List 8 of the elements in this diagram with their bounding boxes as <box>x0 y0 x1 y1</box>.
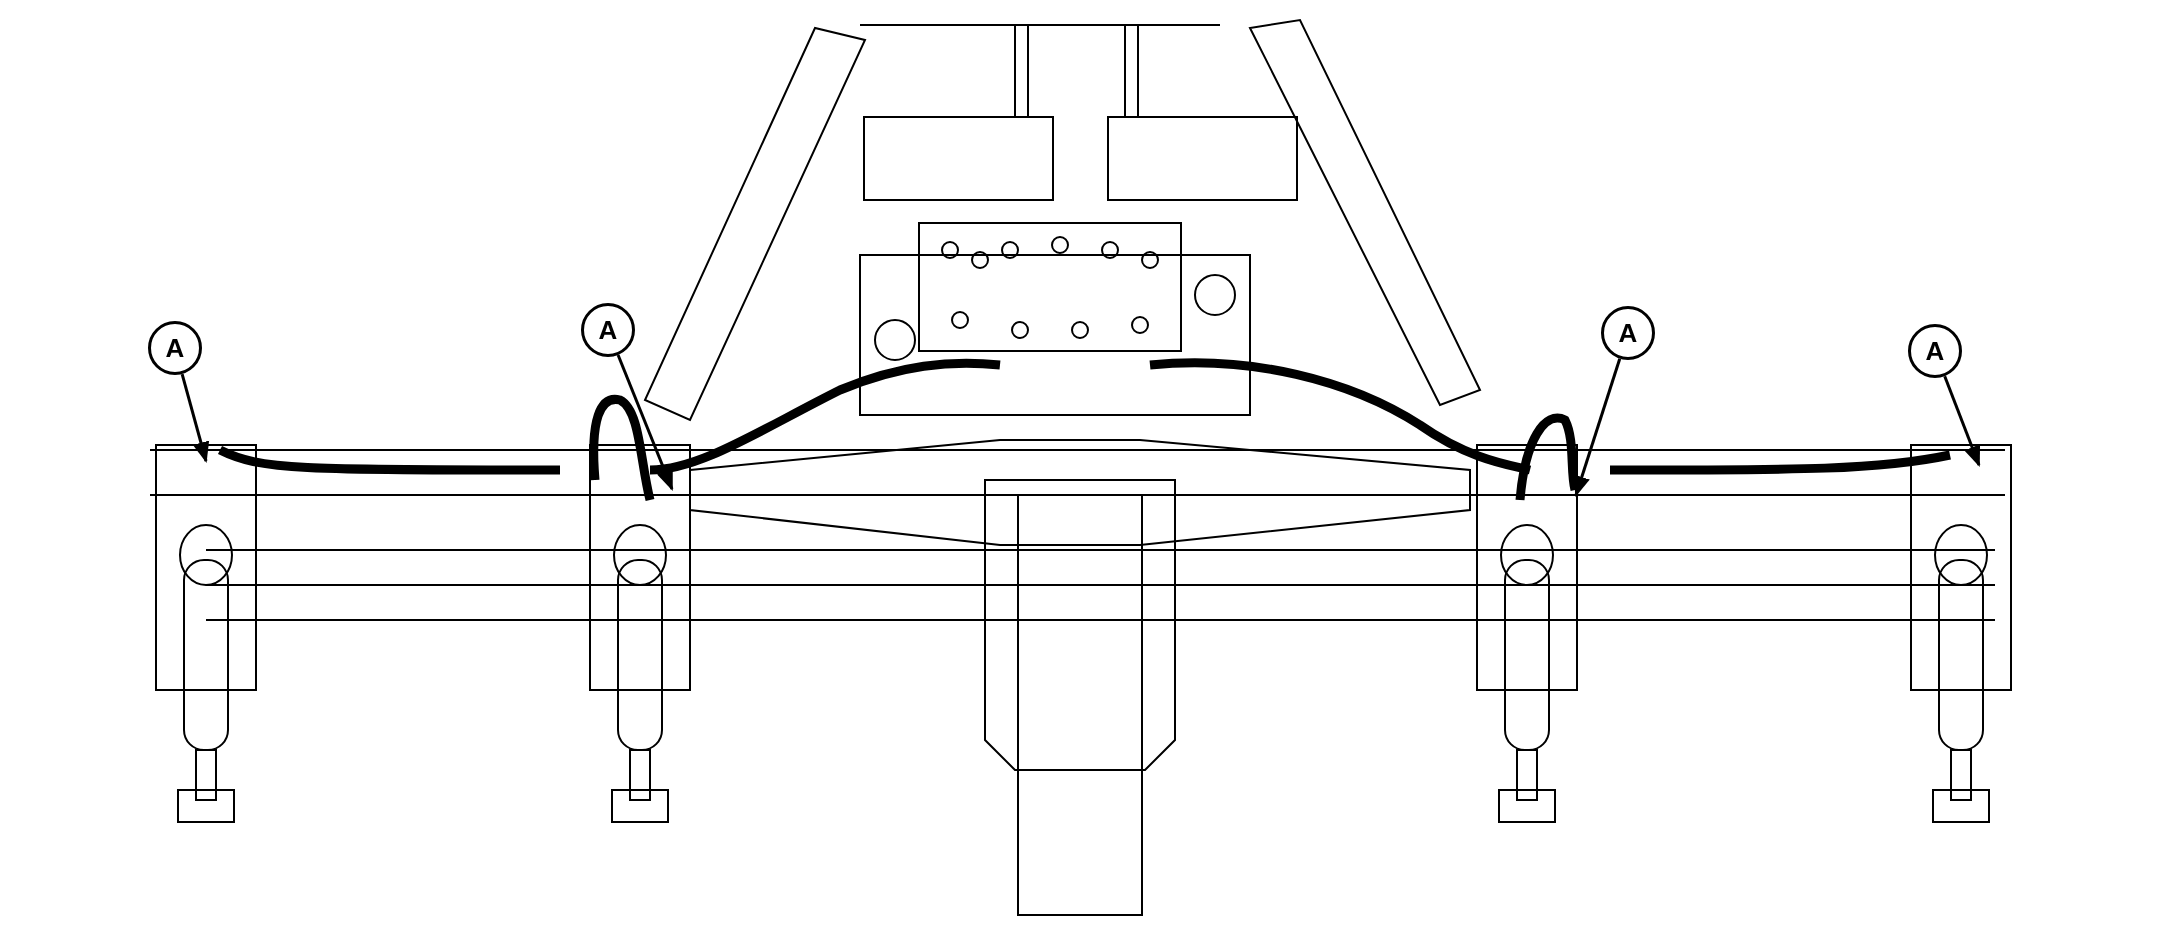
leader-line <box>1573 358 1622 497</box>
leader-line <box>180 373 210 464</box>
callout-letter: A <box>1601 306 1655 360</box>
leader-line <box>1943 375 1981 467</box>
callout-letter: A <box>581 303 635 357</box>
leader-line <box>616 354 674 491</box>
callout-letter: A <box>1908 324 1962 378</box>
callout-letter: A <box>148 321 202 375</box>
